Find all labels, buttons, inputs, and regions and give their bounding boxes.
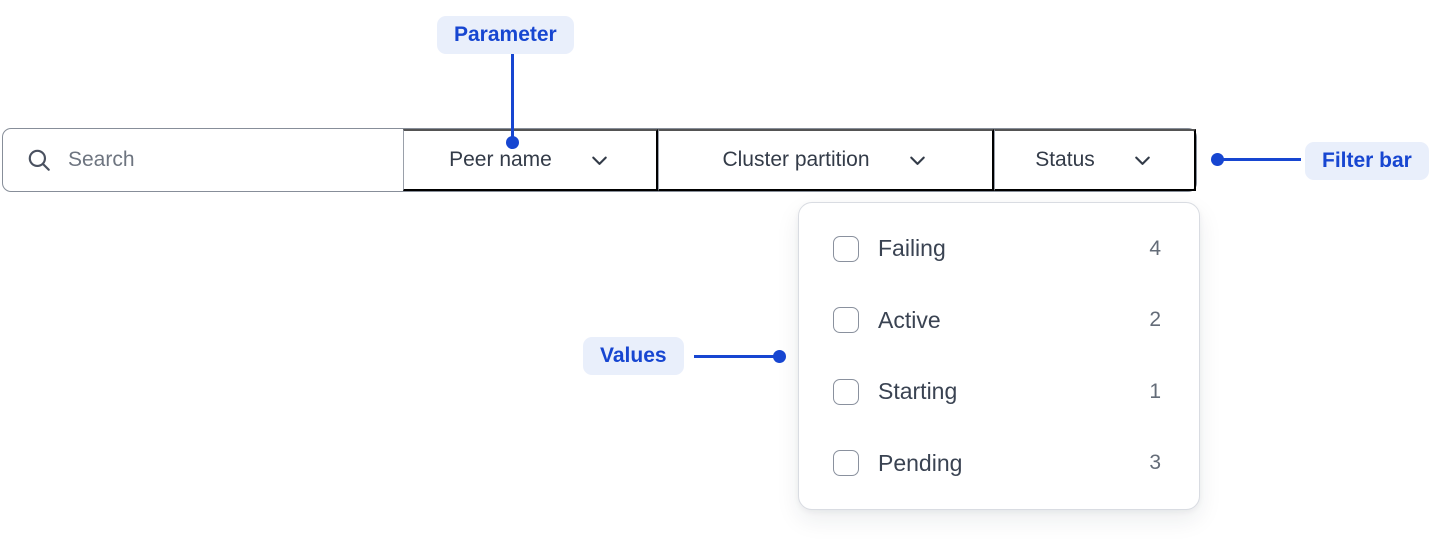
status-option-count: 3 bbox=[1149, 451, 1161, 475]
annotation-values: Values bbox=[583, 337, 684, 375]
annotation-filter-bar: Filter bar bbox=[1305, 142, 1429, 180]
status-option-starting[interactable]: Starting 1 bbox=[833, 356, 1161, 428]
annotation-parameter-line bbox=[511, 54, 514, 138]
status-option-count: 4 bbox=[1149, 236, 1161, 260]
filter-dropdown-peer-name[interactable]: Peer name bbox=[403, 129, 658, 191]
filter-dropdown-cluster-partition-label: Cluster partition bbox=[722, 148, 870, 171]
annotation-parameter-dot bbox=[506, 136, 519, 149]
status-option-failing[interactable]: Failing 4 bbox=[833, 213, 1161, 285]
status-option-count: 2 bbox=[1149, 308, 1161, 332]
search-input[interactable] bbox=[68, 148, 403, 172]
status-option-pending[interactable]: Pending 3 bbox=[833, 428, 1161, 500]
status-option-label: Active bbox=[878, 306, 941, 333]
filter-dropdown-status[interactable]: Status bbox=[994, 129, 1196, 191]
search-icon bbox=[26, 147, 52, 173]
annotation-filter-bar-dot bbox=[1211, 153, 1224, 166]
status-values-panel: Failing 4 Active 2 Starting 1 Pending 3 bbox=[798, 202, 1200, 510]
status-option-label: Starting bbox=[878, 378, 958, 405]
filter-dropdown-cluster-partition[interactable]: Cluster partition bbox=[658, 129, 994, 191]
filter-dropdown-status-label: Status bbox=[1035, 148, 1095, 171]
checkbox-active[interactable] bbox=[833, 307, 859, 334]
search-field[interactable] bbox=[3, 129, 403, 191]
chevron-down-icon bbox=[588, 149, 611, 172]
annotation-values-dot bbox=[773, 350, 786, 363]
filter-dropdown-peer-name-label: Peer name bbox=[449, 148, 552, 171]
annotation-filter-bar-line bbox=[1221, 158, 1301, 161]
filter-bar: Peer name Cluster partition Status bbox=[2, 128, 1197, 192]
annotation-values-line bbox=[694, 355, 776, 358]
checkbox-failing[interactable] bbox=[833, 235, 859, 262]
checkbox-starting[interactable] bbox=[833, 378, 859, 405]
chevron-down-icon bbox=[1131, 149, 1154, 172]
checkbox-pending[interactable] bbox=[833, 450, 859, 477]
chevron-down-icon bbox=[906, 149, 929, 172]
status-option-label: Failing bbox=[878, 235, 946, 262]
status-option-label: Pending bbox=[878, 449, 963, 476]
status-option-count: 1 bbox=[1149, 379, 1161, 403]
annotation-parameter: Parameter bbox=[437, 16, 574, 54]
status-option-active[interactable]: Active 2 bbox=[833, 285, 1161, 357]
